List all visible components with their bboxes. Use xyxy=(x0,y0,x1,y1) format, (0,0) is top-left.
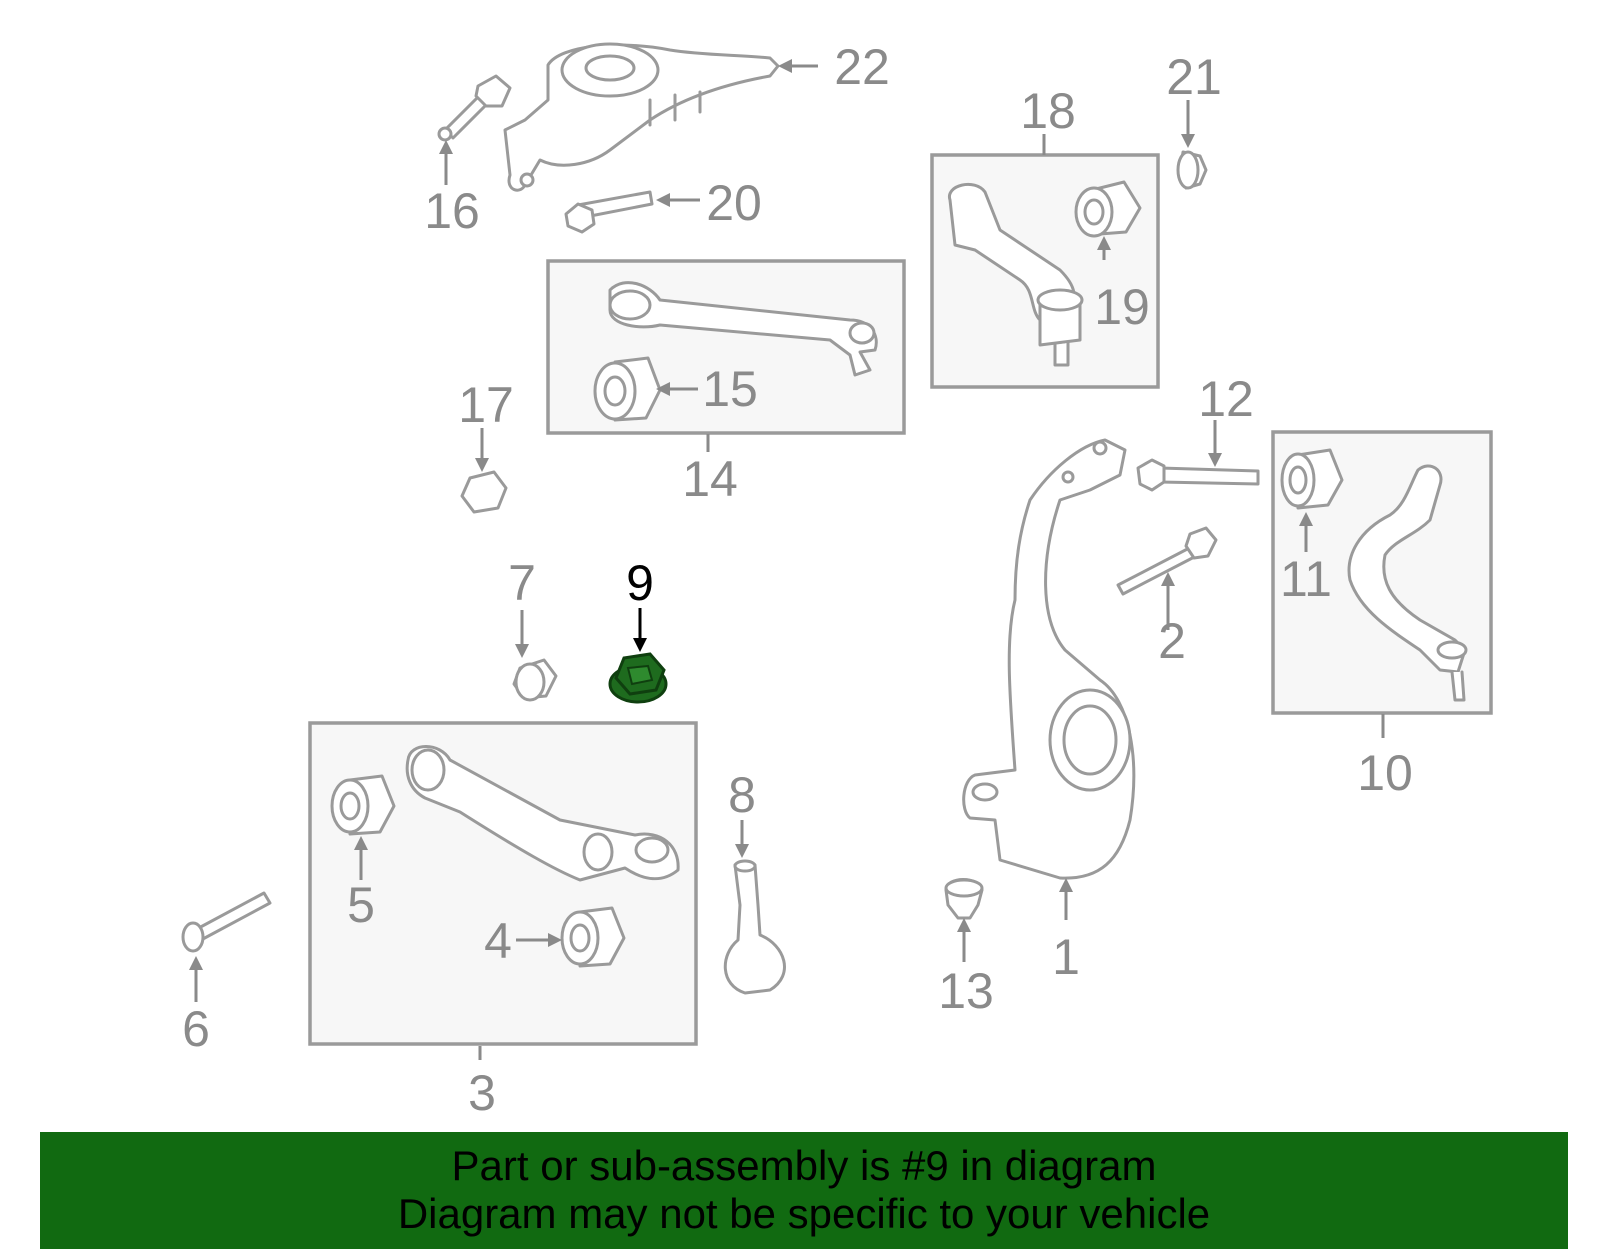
callout-18: 18 xyxy=(1020,83,1076,139)
callout-19: 19 xyxy=(1094,279,1150,335)
bushing-4-part[interactable] xyxy=(560,906,626,968)
callout-16: 16 xyxy=(424,183,480,239)
callout-9: 9 xyxy=(626,555,654,611)
callout-13: 13 xyxy=(938,963,994,1019)
nut-21-part[interactable] xyxy=(1176,150,1208,190)
bushing-19-part[interactable] xyxy=(1074,180,1142,238)
callout-17: 17 xyxy=(458,377,514,433)
ball-joint-8-part[interactable] xyxy=(723,859,786,995)
banner-part-line: Part or sub-assembly is #9 in diagram xyxy=(451,1142,1157,1189)
callout-3: 3 xyxy=(468,1065,496,1121)
bushing-11-part[interactable] xyxy=(1280,448,1344,510)
callout-20: 20 xyxy=(706,175,762,231)
bolt-6-part[interactable] xyxy=(181,891,272,953)
banner-disclaimer-line: Diagram may not be specific to your vehi… xyxy=(397,1190,1211,1237)
nut-13-part[interactable] xyxy=(944,878,984,920)
callout-10: 10 xyxy=(1357,745,1413,801)
subframe-bracket-part[interactable] xyxy=(503,42,780,192)
steering-knuckle-1-part[interactable] xyxy=(962,438,1136,880)
callout-15: 15 xyxy=(702,361,758,417)
leader-lines xyxy=(189,59,1385,1060)
lower-arm-10-part[interactable] xyxy=(1347,464,1468,702)
bushing-15-part[interactable] xyxy=(593,356,662,422)
callout-12: 12 xyxy=(1198,371,1254,427)
bolt-16-part[interactable] xyxy=(437,74,512,142)
nut-9-highlighted-part[interactable] xyxy=(608,652,668,704)
callout-7: 7 xyxy=(508,555,536,611)
callout-8: 8 xyxy=(728,767,756,823)
bolt-12-part[interactable] xyxy=(1136,458,1260,492)
upper-arm-18-part[interactable] xyxy=(948,182,1084,367)
control-arm-14-part[interactable] xyxy=(608,281,878,377)
nut-17-part[interactable] xyxy=(460,470,508,514)
callout-2: 2 xyxy=(1158,613,1186,669)
info-banner: Part or sub-assembly is #9 in diagram Di… xyxy=(40,1132,1568,1249)
callout-11: 11 xyxy=(1280,551,1332,607)
bushing-5-part[interactable] xyxy=(330,774,396,836)
callout-labels: 1 2 3 4 5 6 7 8 9 10 11 12 13 14 15 16 1… xyxy=(182,39,1413,1121)
callout-1: 1 xyxy=(1052,929,1080,985)
bolt-2-part[interactable] xyxy=(1116,526,1218,596)
callout-22: 22 xyxy=(834,39,890,95)
nut-7-part[interactable] xyxy=(512,658,558,702)
callout-4: 4 xyxy=(484,913,512,969)
callout-6: 6 xyxy=(182,1001,210,1057)
callout-14: 14 xyxy=(682,451,738,507)
callout-21: 21 xyxy=(1166,49,1222,105)
callout-5: 5 xyxy=(347,877,375,933)
bolt-20-part[interactable] xyxy=(564,190,654,234)
lower-arm-3-part[interactable] xyxy=(405,745,680,882)
